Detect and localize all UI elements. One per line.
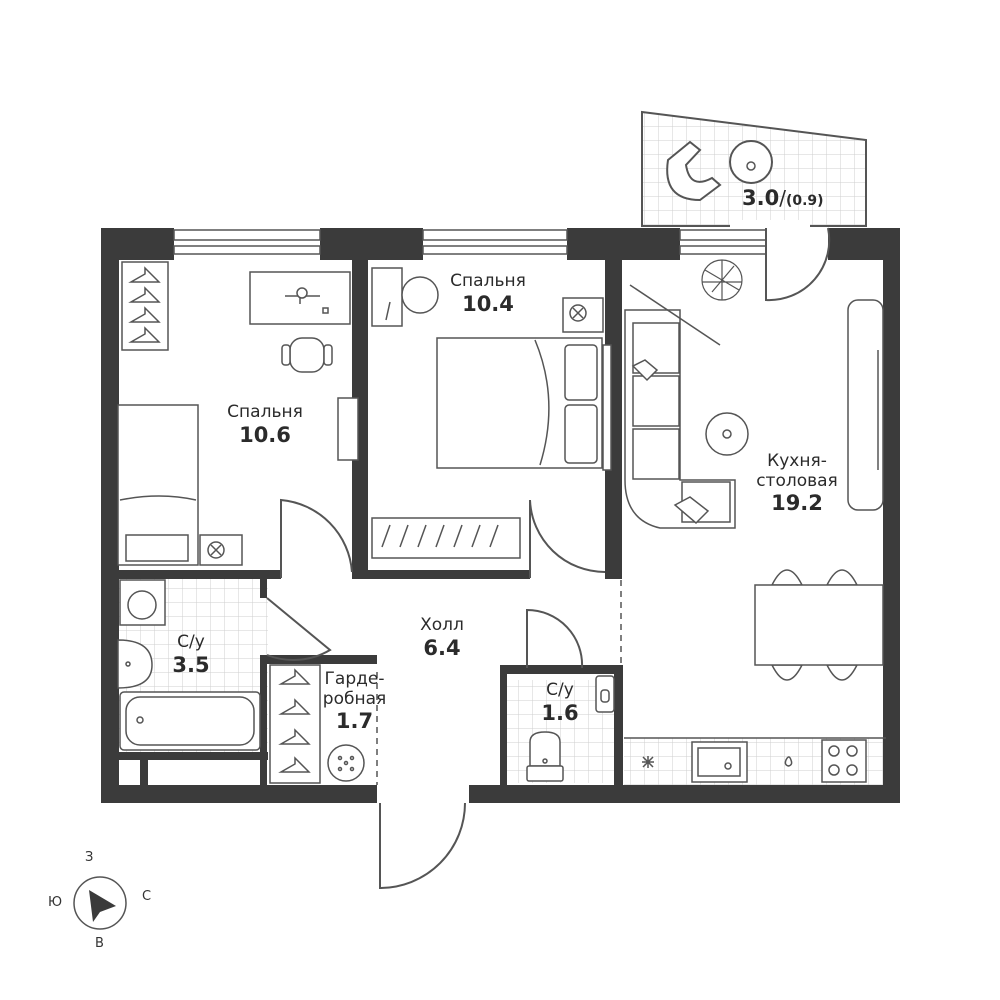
balcony-area-reduced: (0.9) [785,193,824,209]
room-label-kitchen: Кухня- столовая 19.2 [737,451,857,516]
balcony-area: 3.0 [742,186,780,210]
room-name: С/у [546,680,574,700]
hangers-icon [269,664,321,784]
room-name-line1: Кухня- [767,451,827,471]
hangers-icon [371,517,521,559]
room-name-line2: робная [322,688,387,709]
compass-icon [73,876,127,930]
nightstand-icon [199,534,243,566]
room-area: 19.2 [771,491,823,516]
desk-icon [249,271,351,325]
ottoman-icon [327,744,365,782]
side-table-icon [371,267,439,327]
floor-lamp-icon [629,284,721,346]
door-swings[interactable] [266,227,831,890]
windows [173,229,767,255]
room-area: 3.5 [172,652,210,677]
room-label-bath-small: С/у 1.6 [520,680,600,725]
single-bed-icon [117,404,199,566]
outer-walls [101,228,900,803]
plant-icon [701,259,743,301]
toilet-icon [526,731,564,782]
compass-south-label: В [95,936,104,951]
room-label-hall: Холл 6.4 [392,615,492,660]
room-name: Спальня [227,402,303,422]
room-name: Спальня [450,271,526,291]
room-area: 1.6 [541,700,579,725]
room-area: 10.4 [462,291,514,316]
room-label-bedroom-left: Спальня 10.6 [205,402,325,447]
armchair-icon [666,140,722,202]
room-area: 1.7 [335,709,374,734]
sink-icon [595,675,615,713]
compass-east-label: С [142,889,152,904]
double-bed-icon [436,337,603,469]
tv-stand-icon [847,299,884,511]
room-label-bath-left: С/у 3.5 [151,632,231,677]
nightstand-icon [562,297,604,333]
room-name-line2: столовая [756,470,838,491]
inner-walls [101,260,623,790]
cabinet-icon [337,397,359,461]
compass-north-label: З [85,850,94,865]
coffee-table-icon [705,412,749,456]
sink-icon [117,639,153,689]
kitchen-counter-icon [624,737,886,783]
dining-table-icon [754,569,884,681]
room-name: Холл [420,615,464,635]
sofa-icon [624,309,736,529]
hangers-icon [121,261,169,351]
bathtub-icon [119,691,261,751]
washing-machine-icon [119,579,166,626]
compass-west-label: Ю [48,895,63,910]
room-name: С/у [177,632,205,652]
office-chair-icon [281,337,333,373]
room-area: 6.4 [423,635,461,660]
room-label-wardrobe: Гарде- робная 1.7 [312,669,397,734]
room-area: 10.6 [239,422,291,447]
round-table-icon [729,140,773,184]
balcony-separator: / [779,186,786,210]
room-name-line1: Гарде- [324,669,385,689]
bedroom-shelf-icon [602,344,612,471]
room-label-bedroom-mid: Спальня 10.4 [428,271,548,316]
room-label-balcony: 3.0/(0.9) [742,186,852,210]
